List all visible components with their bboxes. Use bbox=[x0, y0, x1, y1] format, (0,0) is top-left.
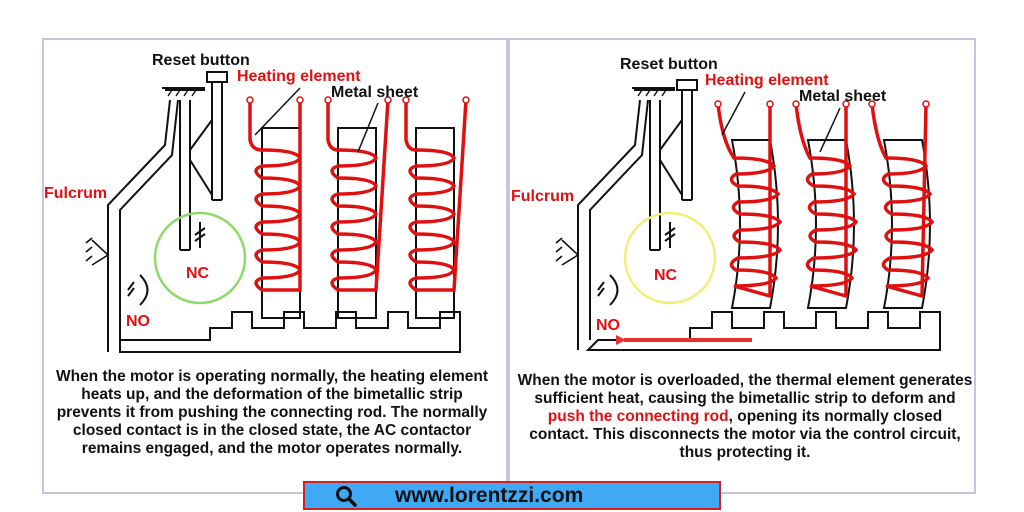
right-lever bbox=[577, 99, 649, 350]
right-no-contact bbox=[597, 274, 619, 306]
left-diagram bbox=[85, 71, 461, 353]
right-metal-sheet-label: Metal sheet bbox=[799, 88, 887, 105]
right-connecting-rod bbox=[649, 100, 661, 251]
right-caption: When the motor is overloaded, the therma… bbox=[516, 372, 974, 462]
right-reset-button-cap bbox=[676, 79, 698, 91]
website-url[interactable]: www.lorentzzi.com bbox=[395, 483, 584, 507]
left-reset-button-label: Reset button bbox=[152, 52, 250, 69]
left-nc-label: NC bbox=[186, 265, 210, 282]
right-fulcrum-pivot bbox=[555, 237, 580, 266]
right-metal-sheet-3 bbox=[882, 139, 931, 309]
right-heating-element-label: Heating element bbox=[705, 72, 829, 89]
right-base bbox=[585, 311, 941, 351]
right-caption-after: , opening its normally closed contact. T… bbox=[529, 408, 961, 461]
right-no-label: NO bbox=[596, 317, 620, 334]
right-fulcrum-label: Fulcrum bbox=[511, 188, 575, 205]
left-nc-circle bbox=[153, 211, 247, 305]
right-nc-contact bbox=[664, 222, 676, 248]
left-metal-sheet-label: Metal sheet bbox=[331, 84, 419, 101]
right-caption-before: When the motor is overloaded, the therma… bbox=[517, 372, 973, 407]
left-lever bbox=[107, 99, 179, 352]
right-reset-button-label: Reset button bbox=[620, 56, 718, 73]
right-heating-coils bbox=[716, 102, 935, 299]
left-connecting-rod bbox=[179, 100, 191, 251]
left-heating-coils bbox=[248, 98, 468, 292]
right-panel bbox=[508, 38, 976, 494]
right-caption-highlight: push the connecting rod bbox=[547, 408, 729, 425]
left-base bbox=[119, 311, 461, 353]
left-fulcrum-pivot bbox=[85, 237, 110, 266]
left-fulcrum-label: Fulcrum bbox=[44, 185, 108, 202]
right-diagram bbox=[555, 79, 941, 351]
left-reset-button-cap bbox=[206, 71, 228, 83]
right-nc-label: NC bbox=[654, 267, 678, 284]
left-heating-element-label: Heating element bbox=[237, 68, 361, 85]
left-nc-contact bbox=[194, 222, 206, 248]
left-top-bracket bbox=[162, 87, 205, 91]
left-caption: When the motor is operating normally, th… bbox=[55, 368, 489, 457]
right-metal-sheet-1 bbox=[730, 139, 779, 309]
right-metal-sheet-2 bbox=[806, 139, 855, 309]
right-nc-circle bbox=[623, 211, 717, 305]
website-bar[interactable]: www.lorentzzi.com bbox=[303, 481, 721, 510]
search-icon bbox=[336, 485, 357, 507]
left-no-contact bbox=[127, 274, 149, 306]
left-no-label: NO bbox=[126, 313, 150, 330]
